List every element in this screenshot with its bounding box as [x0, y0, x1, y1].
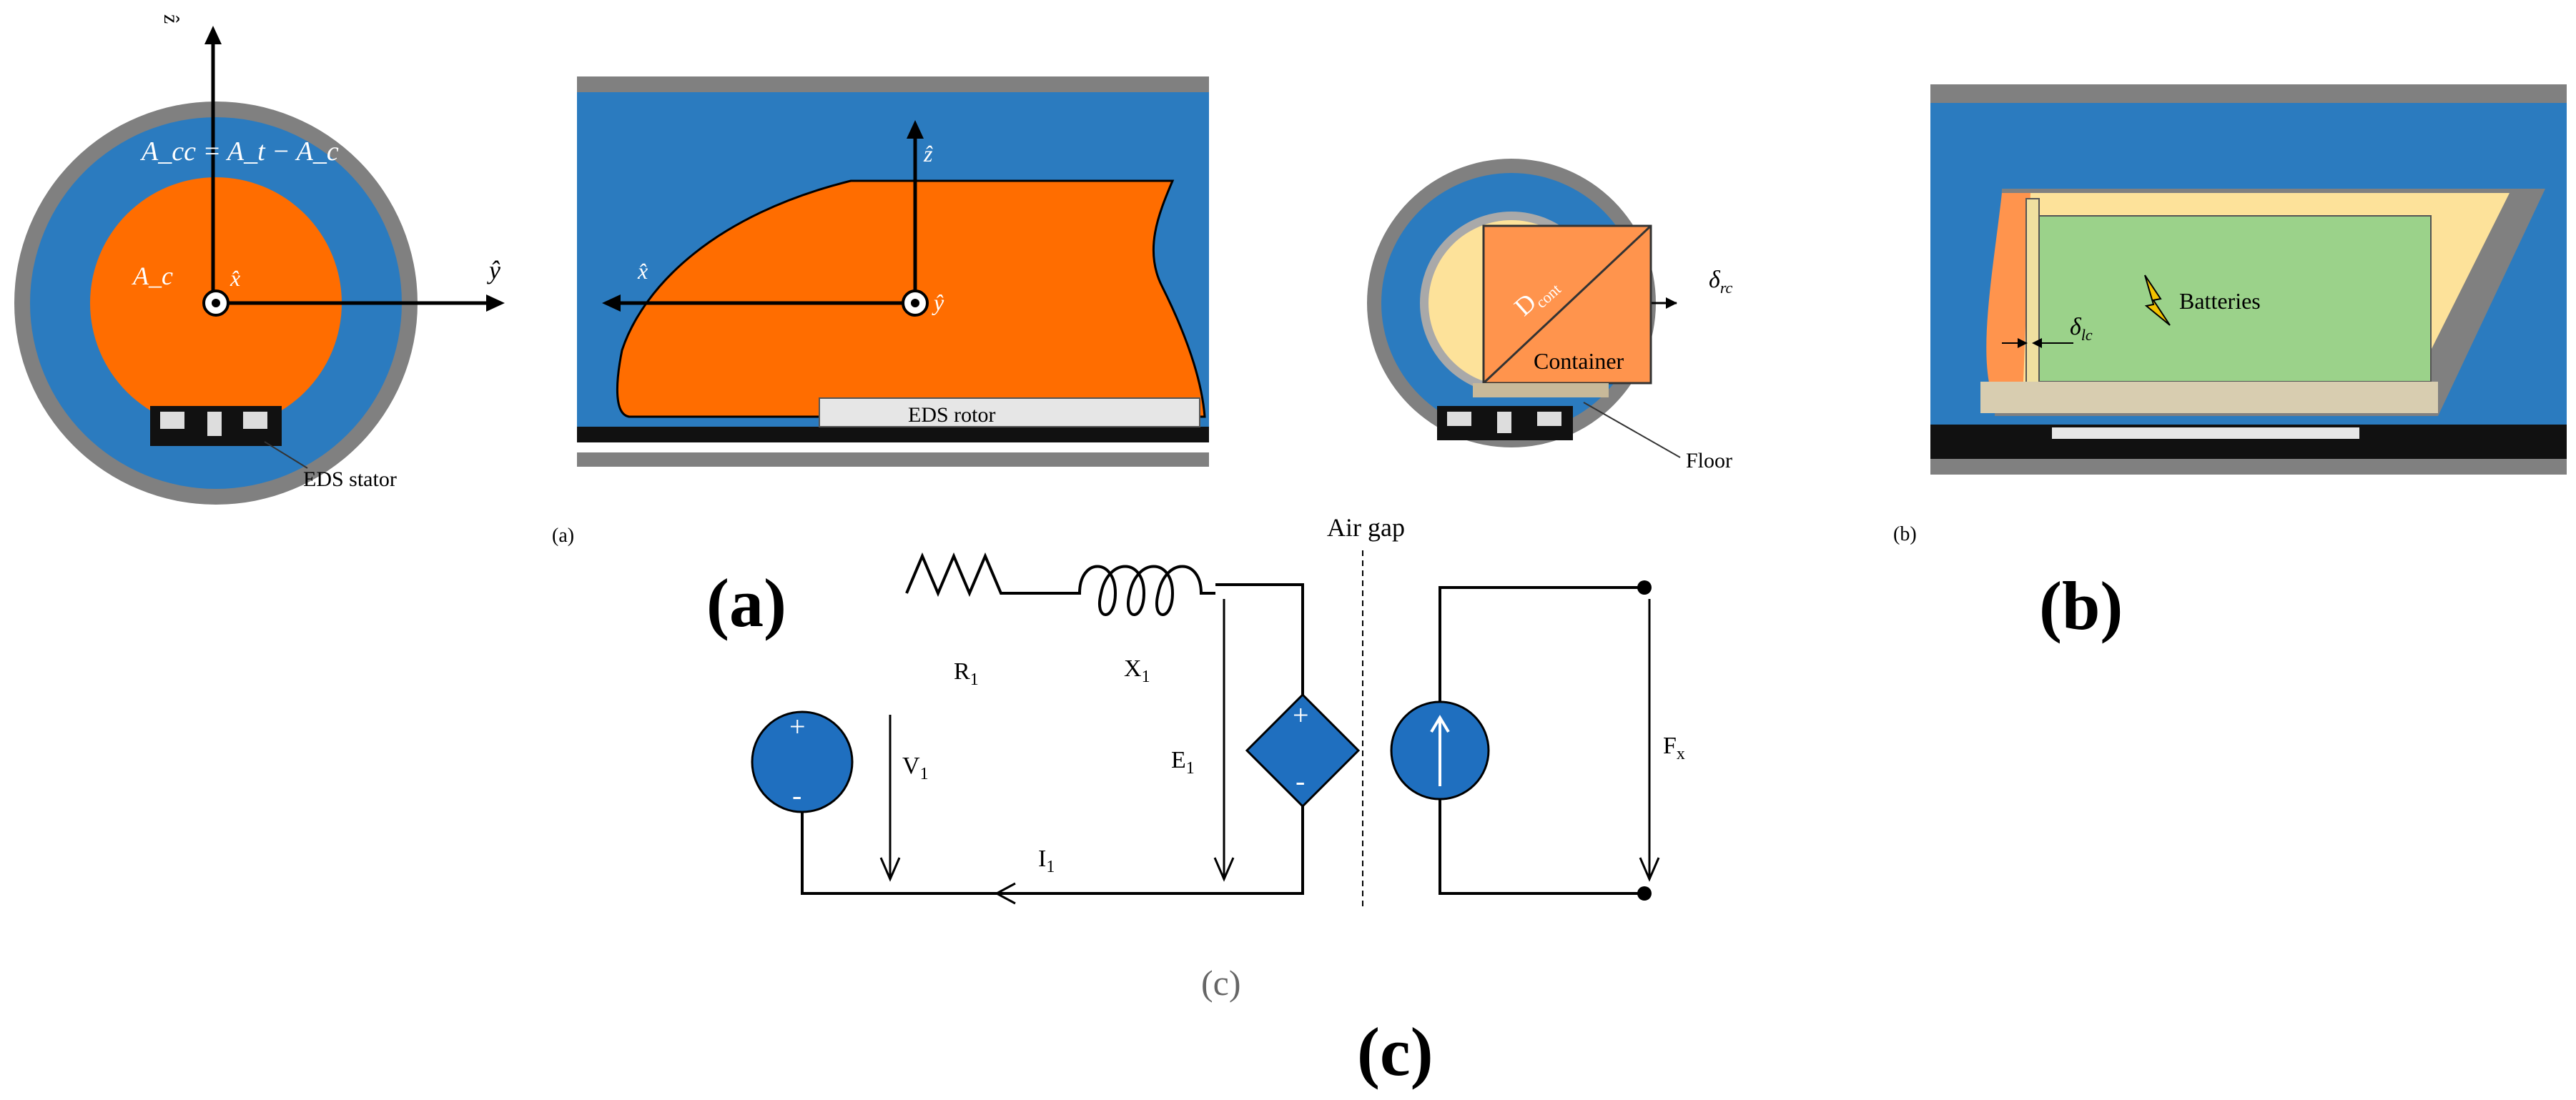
terminal-top	[1637, 580, 1652, 595]
battery-floor	[1980, 382, 2438, 413]
tube-top-wall	[577, 76, 1209, 92]
wire-top	[1215, 583, 1304, 695]
delta-rc-label: δrc	[1709, 267, 1733, 297]
tube-bottom-wall	[577, 452, 1209, 467]
container-diagonal	[1482, 224, 1652, 385]
container-cross-section: Dcont Container δrc Floor	[1367, 159, 1733, 472]
battery-side-view: Batteries δlc	[1930, 84, 2567, 475]
container-label: Container	[1534, 348, 1624, 374]
big-caption-a: (a)	[706, 565, 786, 641]
terminal-bottom	[1637, 886, 1652, 901]
small-caption-a: (a)	[552, 525, 574, 547]
equivalent-circuit: + - + - Air gap R1 X1 V1 E1	[751, 513, 1685, 908]
dep-plus: +	[1293, 699, 1309, 731]
side-y-label: ŷ	[932, 289, 944, 315]
eds-stator-shape	[150, 406, 282, 446]
floor-label: Floor	[1686, 449, 1732, 472]
r1-label: R1	[954, 658, 979, 689]
resistor-r1	[905, 552, 1022, 598]
y-axis-label: ŷ	[487, 256, 500, 284]
delta-lc-label: δlc	[2070, 314, 2093, 344]
dep-minus: -	[1296, 765, 1305, 797]
pod-side-view: EDS rotor ẑ x̂ ŷ	[577, 76, 1209, 467]
battery-block	[2038, 215, 2432, 382]
floor-plate	[1473, 383, 1609, 397]
wire-bottom-left	[801, 802, 1304, 895]
e1-label: E1	[1171, 747, 1195, 778]
small-caption-c: (c)	[1201, 963, 1241, 1003]
track-rail	[577, 427, 1209, 442]
side-z-label: ẑ	[923, 141, 933, 167]
air-gap-label: Air gap	[1327, 513, 1405, 542]
battery-rotor	[2052, 427, 2359, 439]
small-caption-b: (b)	[1893, 523, 1917, 545]
floor-leader	[1583, 402, 1681, 458]
i1-label: I1	[1038, 846, 1055, 876]
pod-cross-section: ẑ ŷ x̂ A_cc = A_t − A_c A_c EDS stator	[14, 14, 505, 505]
fx-label: Fx	[1663, 733, 1685, 763]
v1-plus: +	[789, 710, 806, 743]
v1-label: V1	[902, 753, 929, 783]
btube-bottom-wall	[1930, 459, 2567, 475]
area-c-label: A_c	[132, 262, 173, 290]
z-axis-label: ẑ	[159, 14, 183, 24]
stator-leader	[264, 441, 308, 469]
x1-label: X1	[1124, 655, 1150, 686]
y-axis-arrow	[486, 294, 505, 312]
big-caption-c: (c)	[1357, 1014, 1433, 1090]
batteries-label: Batteries	[2179, 288, 2261, 314]
wire-right-top	[1438, 586, 1644, 708]
i1-arrow	[994, 882, 1016, 905]
eds-stator-label: EDS stator	[303, 467, 397, 491]
voltage-source-v1	[751, 710, 854, 813]
area-cc-label: A_cc = A_t − A_c	[139, 137, 339, 167]
eds-rotor-label: EDS rotor	[908, 403, 996, 427]
side-x-label: x̂	[637, 258, 648, 284]
eds-rotor-bar	[819, 397, 1200, 427]
z-axis-arrow	[204, 26, 222, 44]
inductor-x1	[1022, 565, 1215, 616]
btube-top-wall	[1930, 84, 2567, 103]
big-caption-b: (b)	[2039, 568, 2123, 644]
bulkhead	[2025, 198, 2040, 384]
x-axis-label: x̂	[230, 265, 240, 291]
nose-section	[1986, 193, 2030, 382]
current-source-arrow	[1430, 715, 1450, 733]
lightning-icon	[2144, 274, 2171, 326]
v1-minus: -	[792, 779, 801, 811]
cargo-stator	[1437, 406, 1573, 440]
wire-right-bottom	[1438, 799, 1644, 895]
